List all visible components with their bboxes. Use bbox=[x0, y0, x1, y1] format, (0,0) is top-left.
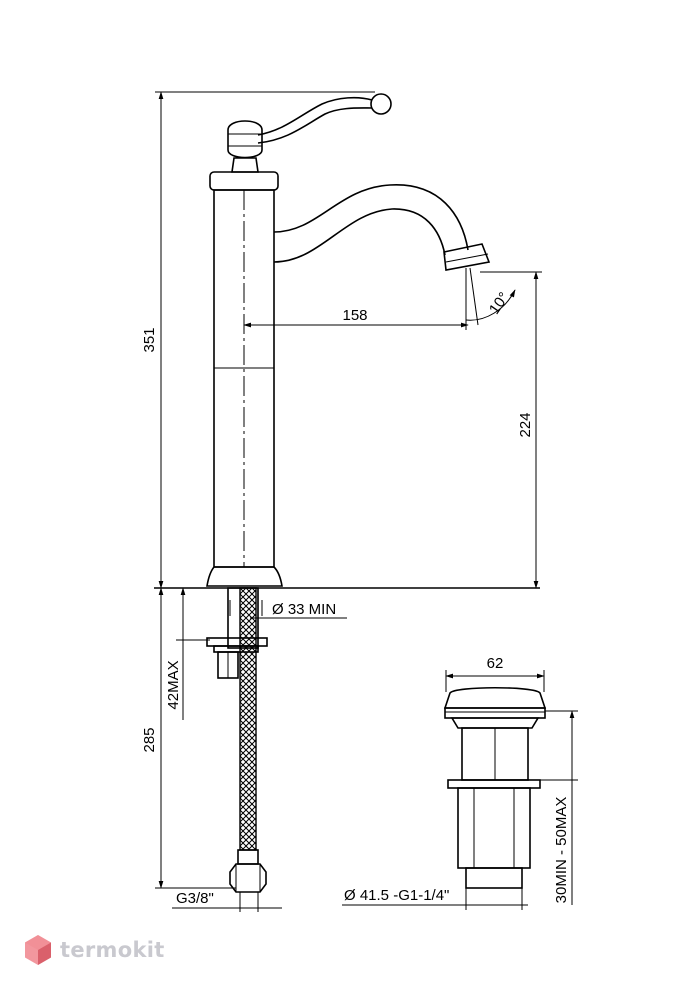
brand-watermark: termokit bbox=[24, 934, 165, 966]
label-hose-thread: G3/8" bbox=[176, 890, 214, 907]
dim-spout-height: 224 bbox=[480, 271, 542, 589]
waste-nut bbox=[447, 779, 541, 789]
spout bbox=[273, 184, 469, 263]
dim-waste-height: 30MIN - 50MAX bbox=[540, 710, 578, 905]
lever-knob bbox=[370, 93, 392, 115]
label-deck-thickness: 42MAX bbox=[165, 660, 182, 709]
lever-handle bbox=[257, 96, 373, 144]
dim-hole-diameter: Ø 33 MIN bbox=[229, 600, 347, 619]
dim-spout-angle: 10° bbox=[465, 267, 516, 330]
dim-waste-width: 62 bbox=[445, 655, 545, 692]
label-waste-thread: Ø 41.5 -G1-1/4" bbox=[344, 887, 449, 904]
flexible-hose bbox=[229, 587, 267, 893]
dim-hose-length: 285 bbox=[141, 587, 236, 889]
waste-tail bbox=[457, 787, 531, 869]
label-spout-height: 224 bbox=[517, 412, 534, 437]
label-hole-diameter: Ø 33 MIN bbox=[272, 601, 336, 618]
dim-deck-thickness: 42MAX bbox=[165, 587, 210, 720]
aerator bbox=[443, 243, 491, 271]
label-spout-angle: 10° bbox=[486, 289, 513, 317]
cartridge-cap bbox=[227, 120, 263, 159]
popup-waste bbox=[443, 686, 547, 889]
faucet-base bbox=[206, 566, 283, 587]
label-hose-length: 285 bbox=[141, 727, 158, 752]
label-waste-width: 62 bbox=[487, 655, 504, 672]
label-waste-height: 30MIN - 50MAX bbox=[553, 797, 570, 904]
dim-hose-thread: G3/8" bbox=[172, 890, 282, 912]
faucet-body bbox=[206, 93, 491, 587]
brand-name: termokit bbox=[60, 938, 165, 962]
mounting-shank bbox=[206, 587, 268, 679]
label-spout-reach: 158 bbox=[342, 307, 367, 324]
body-collar bbox=[209, 171, 279, 191]
dim-total-height: 351 bbox=[141, 91, 375, 589]
dim-waste-thread: Ø 41.5 -G1-1/4" bbox=[342, 887, 528, 910]
waste-plug bbox=[443, 686, 547, 709]
termokit-logo-icon bbox=[25, 935, 51, 965]
label-total-height: 351 bbox=[141, 327, 158, 352]
dim-spout-reach: 158 bbox=[243, 307, 469, 328]
